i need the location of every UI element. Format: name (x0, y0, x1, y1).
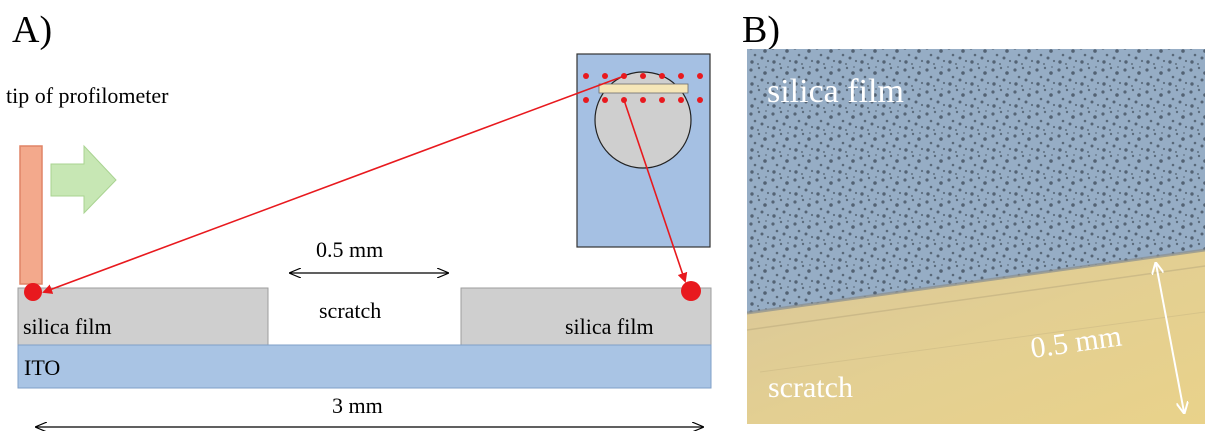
silica-film-left (17, 287, 269, 346)
film-left-label: silica film (23, 314, 112, 339)
panel-a: A) tip of profilometer silica film silic… (6, 9, 712, 427)
panel-b: B) silica film scratch 0.5 mm (742, 9, 1205, 424)
motion-arrow-icon (50, 144, 117, 215)
scratch-strip (598, 83, 689, 94)
sample-inset (576, 53, 711, 248)
gap-label: 0.5 mm (316, 237, 383, 262)
scratch-label: scratch (319, 298, 381, 323)
micrograph (747, 49, 1205, 424)
tip-label: tip of profilometer (6, 83, 169, 108)
ito-layer (17, 344, 712, 389)
panel-a-label: A) (12, 9, 52, 51)
width-label: 3 mm (332, 393, 383, 418)
pointer-arrow-left (42, 75, 625, 294)
ito-label: ITO (24, 355, 60, 380)
wafer-disc (594, 71, 692, 169)
measure-point-left (24, 283, 42, 301)
micrograph-scratch-label: scratch (768, 371, 853, 404)
scratch-region (747, 250, 1205, 424)
silica-film-right (460, 287, 712, 346)
scale-arrow (1156, 264, 1184, 412)
measure-point-right (681, 281, 701, 301)
film-right-label: silica film (565, 314, 654, 339)
inset-points (583, 73, 703, 103)
panel-b-label: B) (742, 9, 780, 51)
micrograph-film-label: silica film (767, 73, 904, 110)
pointer-arrow-right (623, 99, 688, 283)
profilometer-tip (19, 145, 43, 285)
